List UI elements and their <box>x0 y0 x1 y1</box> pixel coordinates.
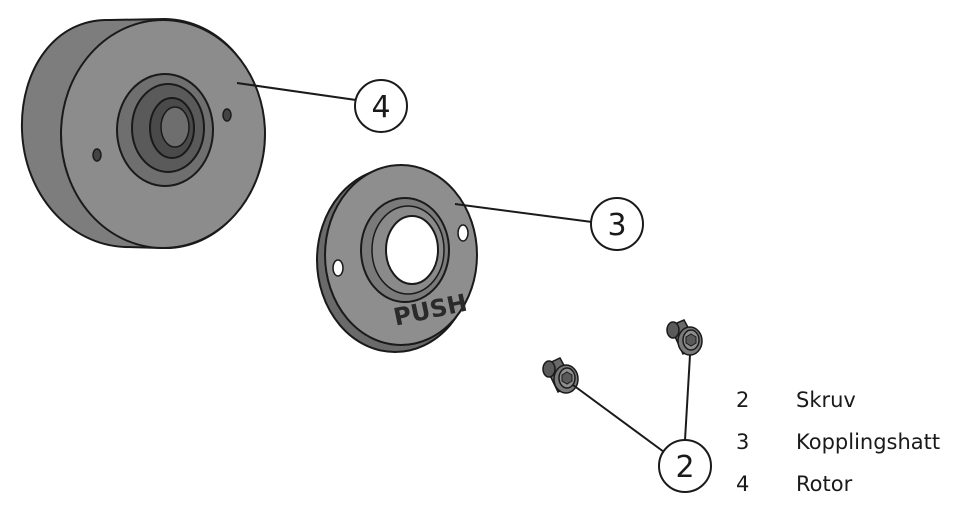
callout-3-number: 3 <box>607 208 626 243</box>
legend-name: Skruv <box>796 388 856 412</box>
screw-right-part <box>666 319 703 356</box>
legend-row-kopplingshatt: 3 Kopplingshatt <box>736 428 940 470</box>
legend-name: Kopplingshatt <box>796 430 941 454</box>
callout-2-number: 2 <box>675 450 694 485</box>
screw-left-part <box>542 357 579 394</box>
callout-4: 4 <box>354 79 408 133</box>
legend-number: 2 <box>736 388 750 412</box>
leader-line-3 <box>454 203 593 223</box>
legend-number: 3 <box>736 430 750 454</box>
leader-line-4 <box>236 82 357 101</box>
callout-2: 2 <box>658 439 712 493</box>
leader-line-2a <box>572 384 665 453</box>
callout-3: 3 <box>590 197 644 251</box>
legend-row-skruv: 2 Skruv <box>736 386 940 428</box>
rotor-part <box>20 17 266 250</box>
legend-row-rotor: 4 Rotor <box>736 470 940 512</box>
coupling-cap-part: PUSH <box>316 164 478 353</box>
callout-4-number: 4 <box>371 90 390 125</box>
parts-legend: 2 Skruv 3 Kopplingshatt 4 Rotor <box>736 386 940 512</box>
leader-line-2b <box>684 354 691 441</box>
legend-number: 4 <box>736 472 750 496</box>
legend-name: Rotor <box>796 472 853 496</box>
